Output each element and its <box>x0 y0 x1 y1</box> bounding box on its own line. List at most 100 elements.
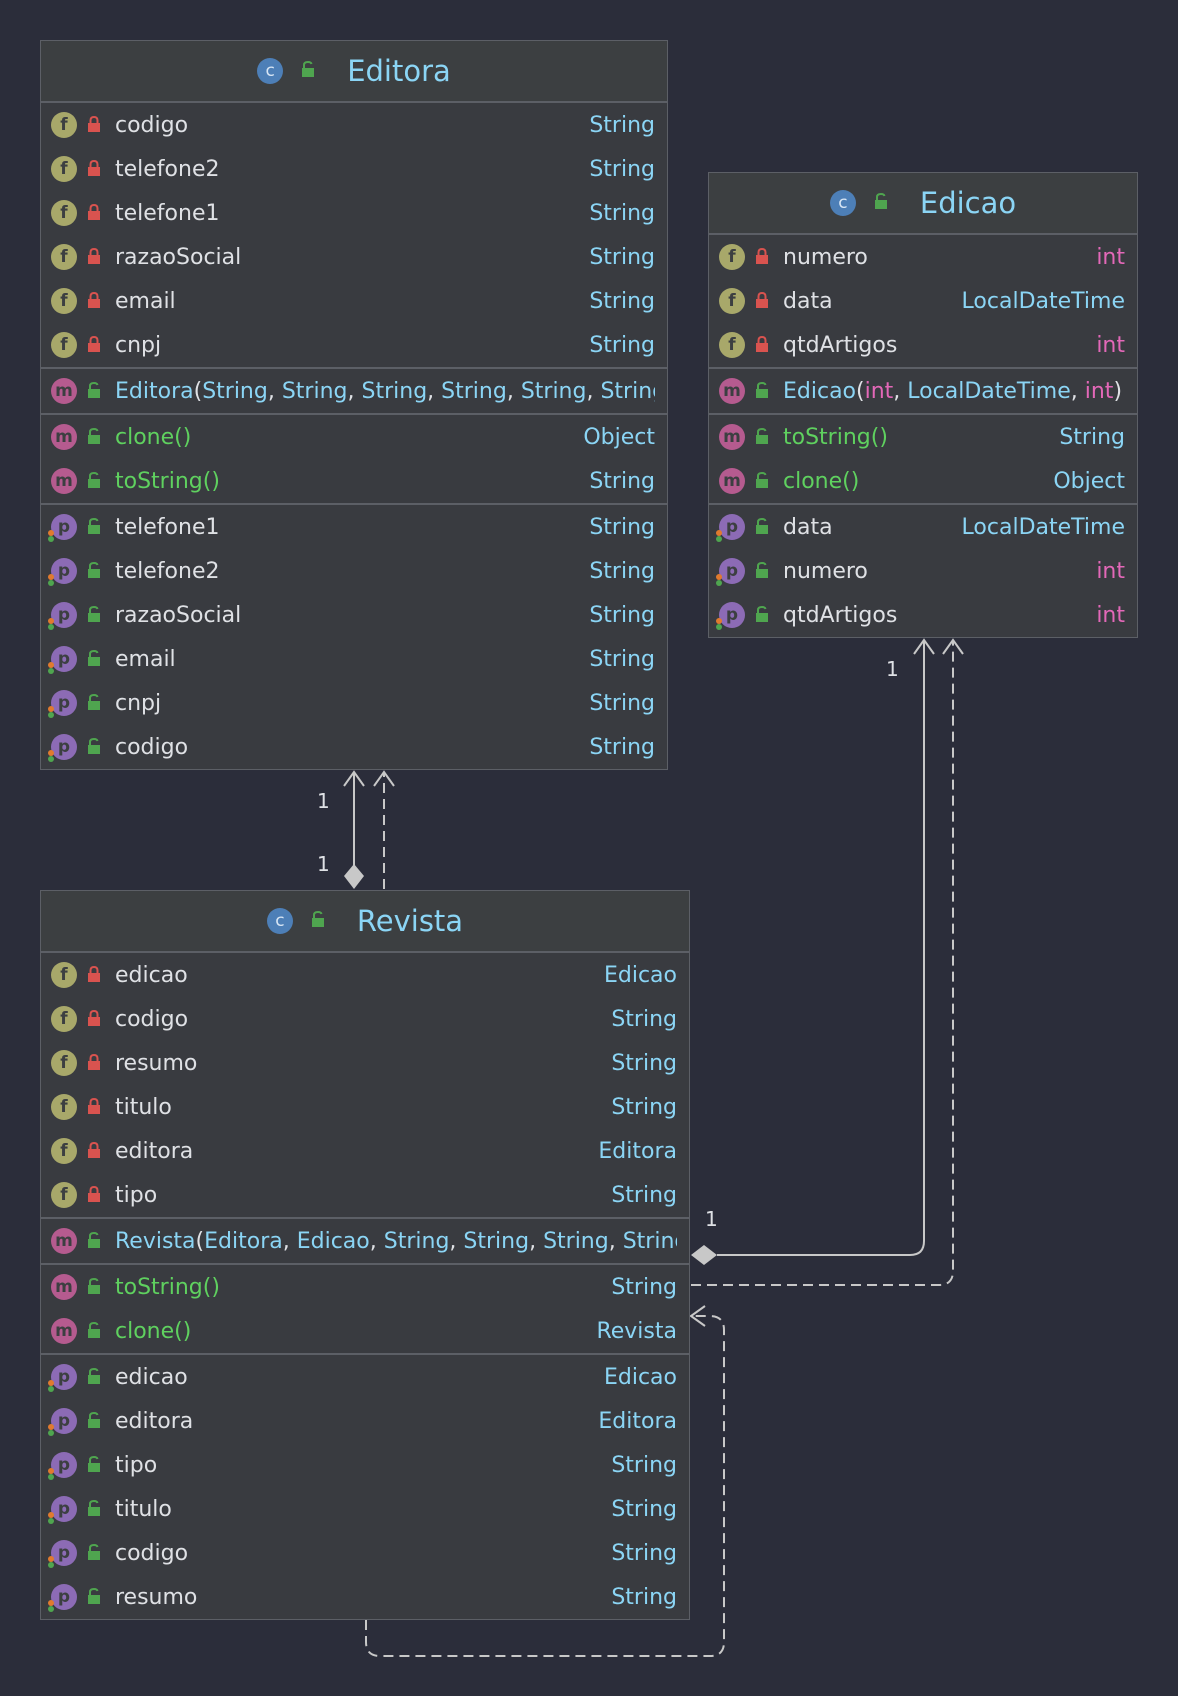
public-visibility-icon <box>77 1365 115 1390</box>
private-visibility-icon <box>77 1051 115 1076</box>
field-row[interactable]: f qtdArtigos int <box>709 323 1137 367</box>
property-kind-icon: p <box>716 558 745 586</box>
property-name: titulo <box>115 1496 172 1522</box>
param-type: String <box>361 378 428 404</box>
public-visibility-icon <box>745 469 783 494</box>
field-type: String <box>589 156 655 182</box>
private-visibility-icon <box>77 1007 115 1032</box>
public-visibility-icon <box>77 1453 115 1478</box>
field-type: String <box>611 1094 677 1120</box>
private-visibility-icon <box>745 245 783 270</box>
field-name: cnpj <box>115 332 162 358</box>
method-kind-icon: m <box>719 424 745 450</box>
property-name: qtdArtigos <box>783 602 898 628</box>
class-name: Edicao <box>919 186 1017 220</box>
property-kind-icon: p <box>48 1408 77 1436</box>
field-kind-icon: f <box>719 288 745 314</box>
property-kind-icon: p <box>48 690 77 718</box>
dependency-edge-revista-edicao <box>691 640 954 1286</box>
property-name: edicao <box>115 1364 188 1390</box>
constructor-signature: Revista(Editora, Edicao, String, String,… <box>115 1229 677 1254</box>
param-type: String <box>281 378 348 404</box>
method-name: toString() <box>783 424 888 450</box>
private-visibility-icon <box>745 289 783 314</box>
field-type: LocalDateTime <box>961 288 1125 314</box>
property-name: codigo <box>115 734 189 760</box>
property-type: int <box>1096 558 1125 584</box>
class-kind-icon: c <box>257 58 284 84</box>
private-visibility-icon <box>77 289 115 314</box>
property-name: telefone2 <box>115 558 220 584</box>
dependency-edge-revista-self <box>365 1315 725 1657</box>
property-type: LocalDateTime <box>961 514 1125 540</box>
property-type: String <box>611 1496 677 1522</box>
public-visibility-icon <box>291 61 329 81</box>
property-name: telefone1 <box>115 514 220 540</box>
constructor-row[interactable]: m Revista(Editora, Edicao, String, String… <box>41 1219 689 1263</box>
field-name: qtdArtigos <box>783 332 898 358</box>
method-kind-icon: m <box>719 468 745 494</box>
property-type: String <box>611 1540 677 1566</box>
method-type: Object <box>583 424 655 450</box>
field-name: editora <box>115 1138 194 1164</box>
field-type: int <box>1096 332 1125 358</box>
field-kind-icon: f <box>719 244 745 270</box>
method-name: clone() <box>115 424 192 450</box>
private-visibility-icon <box>77 1095 115 1120</box>
field-kind-icon: f <box>719 332 745 358</box>
property-kind-icon: p <box>48 646 77 674</box>
field-kind-icon: f <box>51 112 77 138</box>
param-separator: , <box>506 378 521 404</box>
open-arrowhead <box>373 770 395 787</box>
method-kind-icon: m <box>51 1228 77 1254</box>
param-type: Editora <box>204 1228 283 1254</box>
property-type: int <box>1096 602 1125 628</box>
param-type: int <box>864 378 894 404</box>
constructor-name: Revista <box>115 1228 196 1254</box>
